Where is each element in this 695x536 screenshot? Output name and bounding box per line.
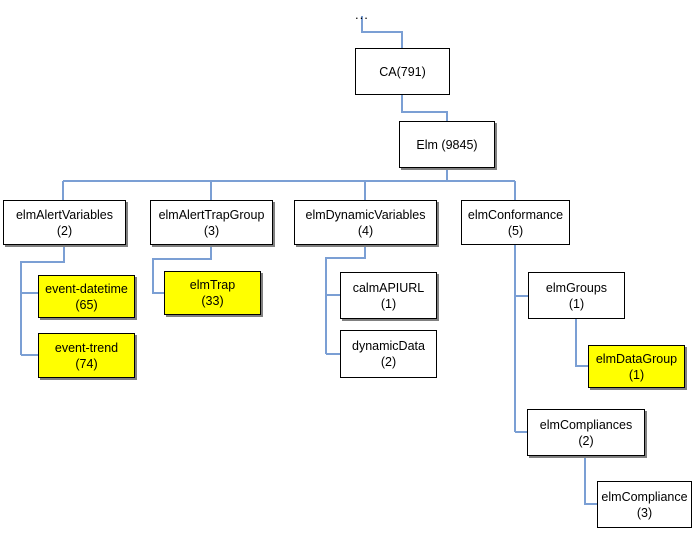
node-elmGroups[interactable]: elmGroups (1) — [528, 272, 625, 319]
node-label: event-datetime — [45, 281, 128, 296]
edge-ca-to-elm — [401, 95, 448, 121]
node-label: elmTrap — [189, 278, 236, 292]
node-count: (2) — [578, 433, 594, 448]
node-count: (4) — [357, 223, 374, 238]
node-elmCompliance[interactable]: elmCompliance (3) — [597, 481, 692, 528]
node-label: calmAPIURL — [352, 280, 425, 295]
node-elmAlertTrapGroup[interactable]: elmAlertTrapGroup (3) — [150, 200, 273, 245]
node-count: (5) — [507, 223, 524, 238]
node-elmTrap[interactable]: elmTrap (33) — [164, 271, 261, 315]
node-elm[interactable]: Elm (9845) — [399, 121, 495, 168]
node-count: (3) — [636, 505, 653, 520]
node-count: (1) — [568, 296, 585, 311]
node-count: (3) — [203, 223, 220, 238]
node-count: (2) — [380, 355, 397, 369]
node-label: dynamicData — [352, 339, 425, 353]
node-label: elmDynamicVariables — [305, 207, 426, 222]
node-count: (1) — [380, 296, 397, 311]
node-count: (65) — [75, 297, 98, 312]
node-label: elmConformance — [467, 207, 564, 222]
node-elmDynamicVariables[interactable]: elmDynamicVariables (4) — [294, 200, 437, 245]
node-dynamicData[interactable]: dynamicData (2) — [340, 330, 437, 378]
node-ca[interactable]: CA(791) — [355, 48, 450, 95]
node-count: (1) — [628, 367, 645, 382]
node-label: elmDataGroup — [595, 351, 678, 366]
edge-elmCompliances-to-elmCompliance — [584, 456, 597, 505]
node-label: Elm (9845) — [416, 137, 478, 152]
node-label: elmAlertVariables — [15, 207, 114, 222]
node-elmConformance[interactable]: elmConformance (5) — [461, 200, 570, 245]
node-count: (2) — [56, 223, 73, 238]
root-ellipsis-marker: ... — [355, 7, 369, 22]
node-elmDataGroup[interactable]: elmDataGroup (1) — [588, 345, 685, 388]
node-label: CA(791) — [379, 64, 426, 79]
node-label: event-trend — [54, 340, 119, 355]
node-label: elmCompliances — [539, 417, 633, 432]
node-label: elmAlertTrapGroup — [158, 207, 265, 222]
node-elmAlertVariables[interactable]: elmAlertVariables (2) — [3, 200, 126, 245]
node-eventTrend[interactable]: event-trend (74) — [38, 333, 135, 378]
node-eventDatetime[interactable]: event-datetime (65) — [38, 275, 135, 318]
node-elmCompliances[interactable]: elmCompliances (2) — [527, 409, 645, 456]
node-label: elmGroups — [545, 280, 608, 295]
node-calmAPIURL[interactable]: calmAPIURL (1) — [340, 272, 437, 319]
node-count: (74) — [75, 356, 98, 371]
node-count: (33) — [201, 294, 224, 308]
edge-elmGroups-to-elmDataGroup — [575, 319, 588, 367]
node-label: elmCompliance — [601, 489, 688, 504]
